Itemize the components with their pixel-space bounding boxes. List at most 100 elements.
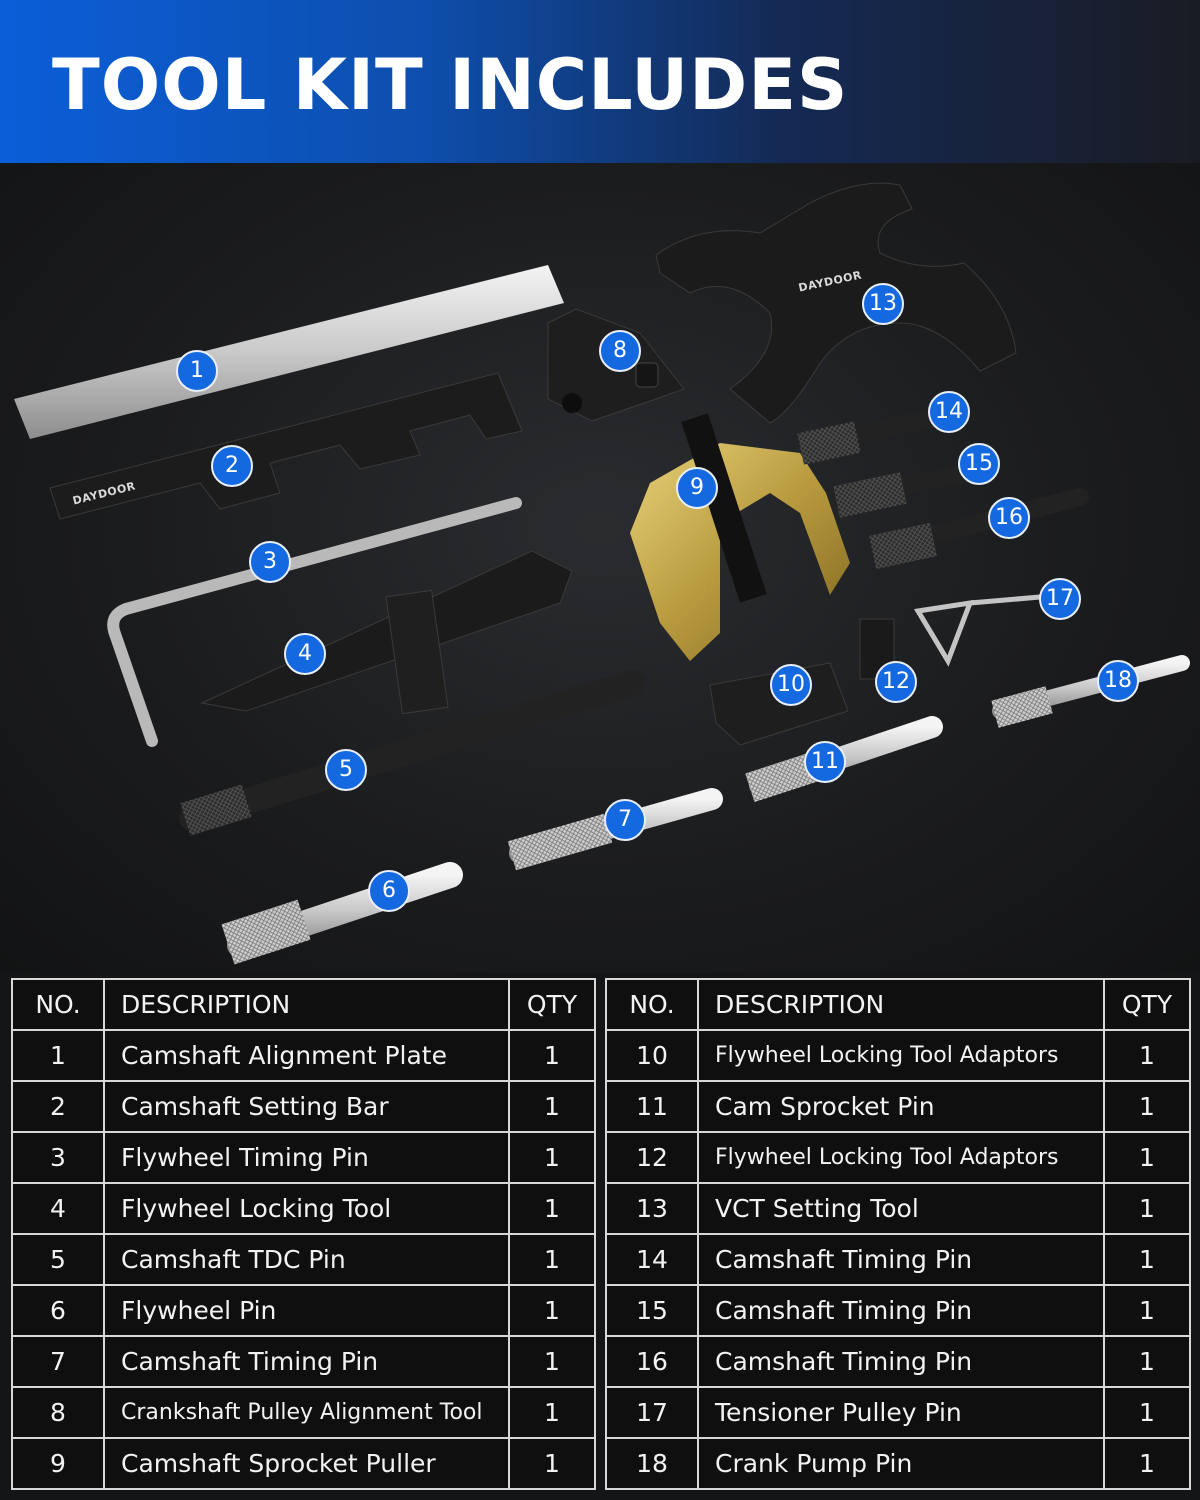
row-qty: 1: [508, 1284, 596, 1337]
row-description: Flywheel Locking Tool: [103, 1182, 510, 1235]
row-no: 6: [11, 1284, 105, 1337]
title-banner: TOOL KIT INCLUDES: [0, 0, 1200, 163]
tdc-pin-shape: [179, 670, 645, 831]
badge-5: 5: [325, 749, 367, 791]
badge-9: 9: [676, 467, 718, 509]
row-no: 15: [605, 1284, 699, 1337]
table-header-row: NO. DESCRIPTION QTY: [605, 978, 1191, 1031]
row-description: Crankshaft Pulley Alignment Tool: [103, 1386, 510, 1439]
row-qty: 1: [508, 1029, 596, 1082]
row-qty: 1: [1103, 1233, 1191, 1286]
flywheel-pin-knurl: [221, 899, 311, 965]
row-no: 17: [605, 1386, 699, 1439]
locking-tool-post: [385, 589, 449, 715]
row-description: Camshaft Timing Pin: [103, 1335, 510, 1388]
badge-3: 3: [249, 541, 291, 583]
row-qty: 1: [1103, 1080, 1191, 1133]
timing-pin-7-knurl: [507, 813, 613, 871]
row-no: 2: [11, 1080, 105, 1133]
row-no: 1: [11, 1029, 105, 1082]
row-description: Camshaft Alignment Plate: [103, 1029, 510, 1082]
row-qty: 1: [1103, 1284, 1191, 1337]
row-qty: 1: [508, 1131, 596, 1184]
badge-14: 14: [928, 391, 970, 433]
tensioner-pin-shape: [913, 599, 974, 667]
row-no: 7: [11, 1335, 105, 1388]
hex-key-shape: [107, 497, 522, 747]
row-description: Cam Sprocket Pin: [697, 1080, 1105, 1133]
row-qty: 1: [1103, 1335, 1191, 1388]
row-description: Camshaft Timing Pin: [697, 1284, 1105, 1337]
row-description: Camshaft Timing Pin: [697, 1335, 1105, 1388]
row-qty: 1: [508, 1080, 596, 1133]
header-no: NO.: [11, 978, 105, 1031]
row-no: 18: [605, 1437, 699, 1490]
row-description: Flywheel Locking Tool Adaptors: [697, 1131, 1105, 1184]
row-no: 10: [605, 1029, 699, 1082]
row-qty: 1: [508, 1335, 596, 1388]
header-no: NO.: [605, 978, 699, 1031]
page-title: TOOL KIT INCLUDES: [52, 44, 849, 126]
badge-15: 15: [958, 443, 1000, 485]
badge-10: 10: [770, 664, 812, 706]
alignment-plate-shape: [14, 265, 564, 439]
row-no: 8: [11, 1386, 105, 1439]
header-qty: QTY: [508, 978, 596, 1031]
row-description: Camshaft TDC Pin: [103, 1233, 510, 1286]
row-no: 11: [605, 1080, 699, 1133]
badge-11: 11: [804, 741, 846, 783]
row-description: Camshaft Setting Bar: [103, 1080, 510, 1133]
row-no: 14: [605, 1233, 699, 1286]
row-description: Flywheel Pin: [103, 1284, 510, 1337]
badge-2: 2: [211, 445, 253, 487]
row-qty: 1: [1103, 1029, 1191, 1082]
row-description: Camshaft Sprocket Puller: [103, 1437, 510, 1490]
row-qty: 1: [508, 1233, 596, 1286]
badge-16: 16: [988, 497, 1030, 539]
row-no: 4: [11, 1182, 105, 1235]
row-no: 5: [11, 1233, 105, 1286]
row-no: 13: [605, 1182, 699, 1235]
badge-6: 6: [368, 870, 410, 912]
adaptor-10-shape: [709, 662, 849, 746]
setting-bar-shape: [49, 372, 523, 520]
row-description: Flywheel Timing Pin: [103, 1131, 510, 1184]
row-qty: 1: [1103, 1386, 1191, 1439]
row-qty: 1: [1103, 1182, 1191, 1235]
row-description: Tensioner Pulley Pin: [697, 1386, 1105, 1439]
product-photo: DAYDOOR DAYDOOR 1 2 3 4 5 6 7 8 9 10 11 …: [0, 163, 1200, 973]
row-no: 3: [11, 1131, 105, 1184]
tools-illustration: [14, 182, 1190, 965]
header-qty: QTY: [1103, 978, 1191, 1031]
row-qty: 1: [1103, 1131, 1191, 1184]
row-qty: 1: [508, 1437, 596, 1490]
badge-7: 7: [604, 799, 646, 841]
badge-4: 4: [284, 633, 326, 675]
row-qty: 1: [508, 1386, 596, 1439]
row-description: Camshaft Timing Pin: [697, 1233, 1105, 1286]
tdc-pin-knurl: [180, 784, 252, 836]
badge-8: 8: [599, 330, 641, 372]
badge-12: 12: [875, 661, 917, 703]
vct-tool-shape: [655, 182, 1017, 424]
table-header-row: NO. DESCRIPTION QTY: [11, 978, 596, 1031]
